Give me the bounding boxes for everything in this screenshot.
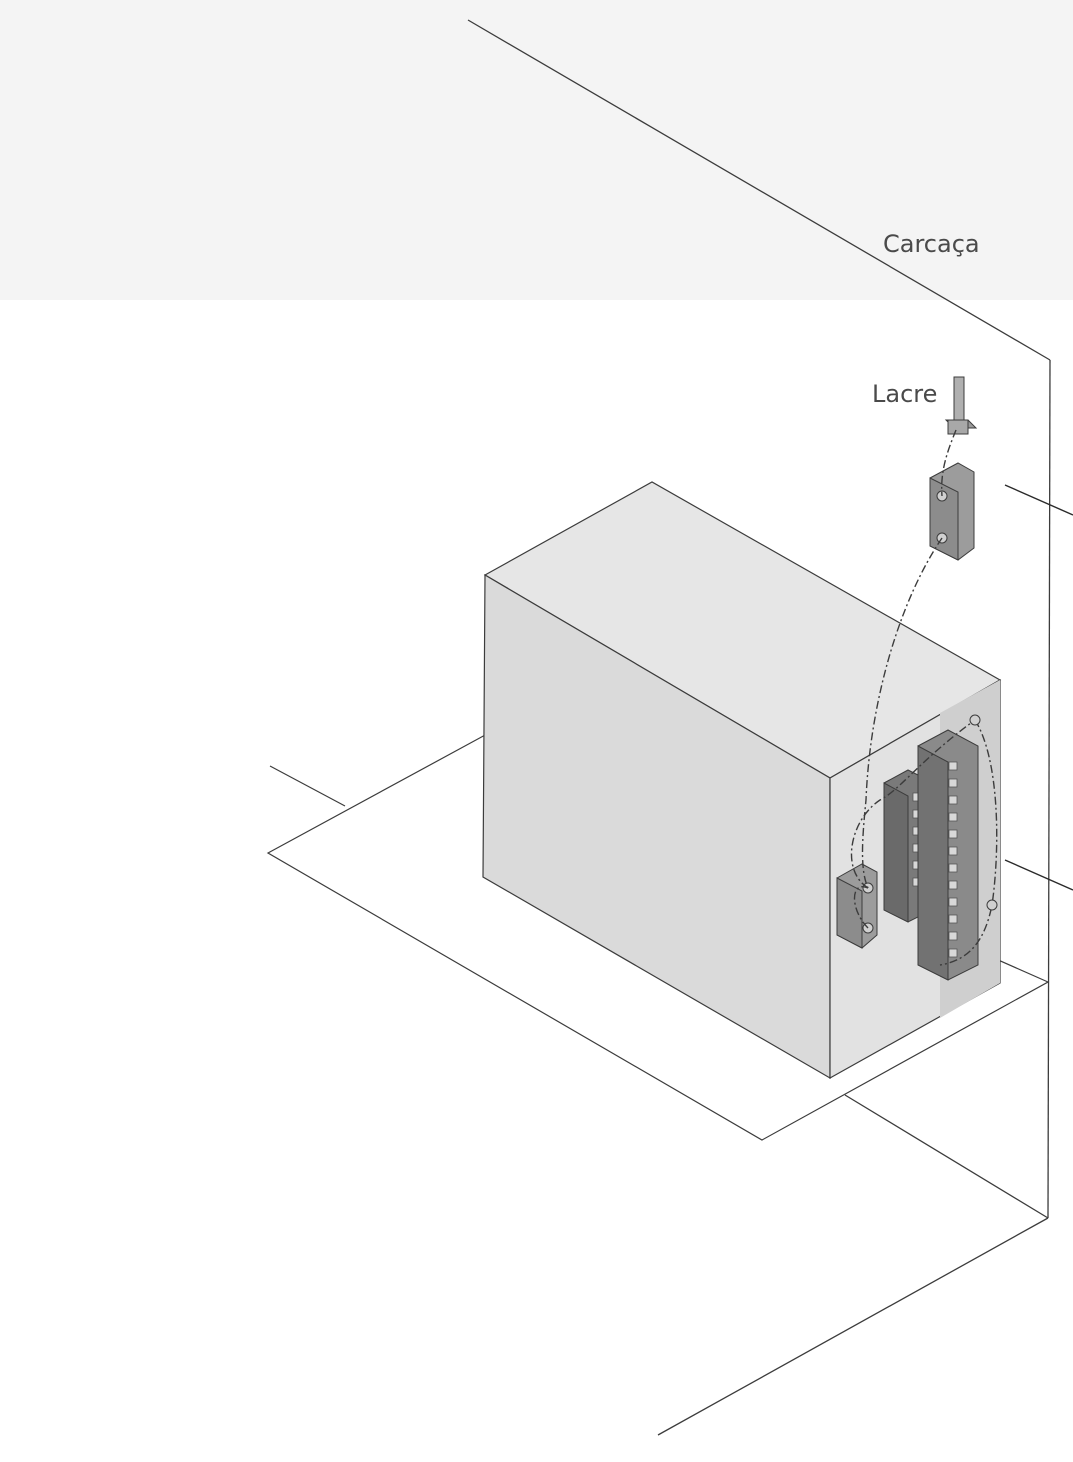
seal-wire-right-loop [939, 719, 998, 966]
terminal-block-icon [917, 729, 979, 981]
seal-wire-main [861, 537, 943, 889]
bracket-icon [836, 863, 878, 949]
housing-base-return [844, 1094, 1049, 1219]
scan-band [0, 0, 1073, 300]
bracket-icon [929, 462, 975, 561]
housing-lower-diagonal [657, 1217, 1049, 1436]
leader-lines [1004, 484, 1073, 891]
leader-line-lower [1004, 859, 1073, 891]
housing-lines [467, 19, 1051, 1436]
seal-wire-bottom [853, 885, 869, 929]
seal-icon [944, 376, 978, 435]
housing-top-edge [467, 19, 1051, 361]
wire-anchor [986, 899, 998, 911]
leader-line-upper [1004, 484, 1073, 516]
wire-anchor [969, 714, 981, 726]
housing-right-edge [1047, 359, 1051, 1219]
label-lacre: Lacre [872, 380, 937, 408]
floor-left-extension [269, 765, 346, 807]
seal-wire-left-loop [850, 719, 976, 889]
seal-wires [850, 429, 998, 966]
seal-wire-top [940, 429, 957, 497]
label-carcaca: Carcaça [883, 230, 980, 258]
